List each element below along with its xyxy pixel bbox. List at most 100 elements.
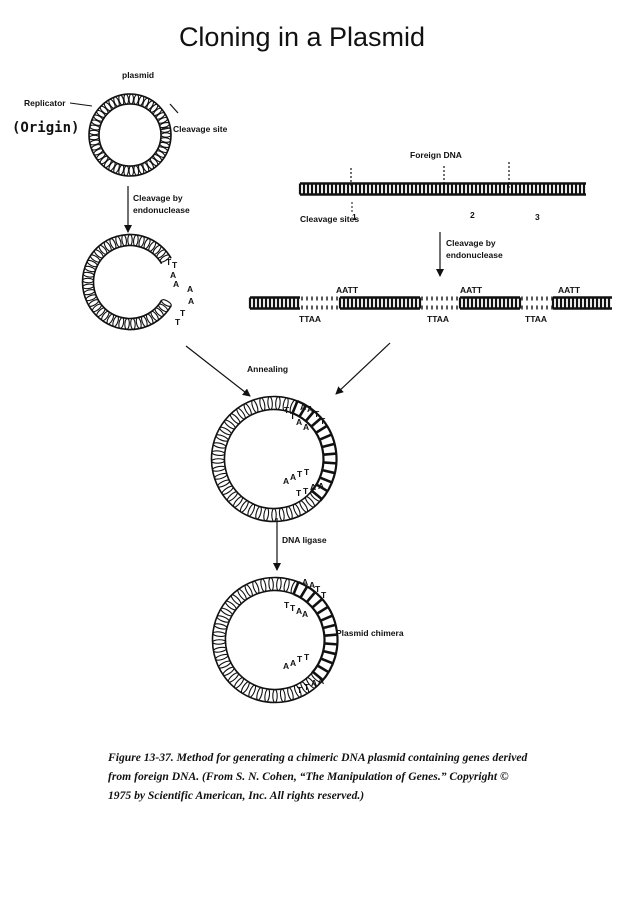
cleavage-site-number-1: 1 bbox=[352, 212, 357, 222]
cleavage-site-number-3: 3 bbox=[535, 212, 540, 222]
opened-plasmid-sticky-ends: T T A A A A T T bbox=[166, 257, 194, 327]
plasmid-base-pair bbox=[252, 580, 260, 595]
dna-backbone bbox=[92, 244, 163, 320]
foreign-base-pair bbox=[298, 404, 308, 418]
foreign-base-pair bbox=[324, 642, 338, 646]
junction-base: T bbox=[303, 486, 309, 496]
plasmid-base-pair bbox=[212, 442, 227, 449]
junction-base: T bbox=[304, 467, 310, 477]
plasmid-base-pair bbox=[212, 646, 227, 653]
plasmid-base-pair bbox=[264, 688, 271, 703]
plasmid-base-pair bbox=[211, 465, 226, 472]
cleavage-site-number-2: 2 bbox=[470, 210, 475, 220]
junction-base: T bbox=[314, 409, 320, 419]
plasmid-base-pair bbox=[128, 93, 135, 105]
annealing-label: Annealing bbox=[247, 364, 288, 374]
foreign-dna-strand bbox=[298, 182, 586, 196]
replicator-pointer bbox=[69, 102, 93, 107]
end-base: A bbox=[170, 270, 176, 280]
plasmid-base-pair bbox=[259, 397, 266, 412]
junction-base: T bbox=[290, 603, 296, 613]
junction-base: T bbox=[315, 584, 321, 594]
end-base: A bbox=[173, 279, 179, 289]
plasmid-base-pair bbox=[82, 271, 95, 278]
plasmid-base-pair bbox=[278, 507, 285, 522]
junction-base: A bbox=[318, 481, 324, 491]
cleavage-site-tick bbox=[169, 103, 179, 114]
junction-base: A bbox=[318, 676, 324, 686]
foreign-base-pair bbox=[319, 476, 333, 484]
foreign-base-pair bbox=[323, 461, 337, 465]
dna-backbone bbox=[223, 408, 312, 510]
plasmid-base-pair bbox=[132, 234, 139, 247]
foreign-base-pair bbox=[305, 591, 317, 603]
dna-backbone bbox=[297, 581, 339, 683]
plasmid-base-pair bbox=[211, 450, 226, 456]
arrow-annealing-left bbox=[185, 345, 251, 397]
junction-base: A bbox=[302, 577, 308, 587]
plasmid-base-pair bbox=[160, 132, 172, 138]
junction-base: T bbox=[304, 682, 310, 692]
end-base: T bbox=[180, 308, 186, 318]
foreign-base-pair bbox=[310, 417, 323, 428]
end-base: A bbox=[188, 296, 194, 306]
plasmid-base-pair bbox=[272, 688, 278, 704]
junction-base: A bbox=[307, 404, 313, 414]
plasmid-base-pair bbox=[128, 165, 135, 177]
plasmid-base-pair bbox=[213, 623, 228, 630]
replicator-label: Replicator bbox=[24, 98, 66, 108]
foreign-base-pair bbox=[311, 598, 324, 609]
plasmid-base-pair bbox=[210, 458, 226, 464]
dna-backbone bbox=[210, 395, 322, 523]
foreign-base-pair bbox=[316, 605, 329, 615]
plasmid-base-pair bbox=[287, 687, 294, 701]
plasmid-base-pair bbox=[260, 578, 267, 593]
figure-caption: Figure 13-37. Method for generating a ch… bbox=[108, 748, 578, 805]
dna-backbone bbox=[293, 593, 326, 674]
junction-base: T bbox=[297, 469, 303, 479]
foreign-dna-fragments bbox=[248, 296, 612, 310]
foreign-base-pair bbox=[321, 442, 335, 449]
junction-base: A bbox=[300, 402, 306, 412]
foreign-base-pair bbox=[323, 452, 337, 456]
plasmid-label: plasmid bbox=[122, 70, 154, 80]
foreign-base-pair bbox=[321, 468, 336, 475]
junction-base: T bbox=[320, 416, 326, 426]
sticky-end-aatt: AATT bbox=[558, 285, 581, 295]
origin-handwritten-label: (Origin) bbox=[12, 120, 79, 136]
plasmid-base-pair bbox=[276, 577, 282, 592]
opened-plasmid bbox=[81, 233, 172, 331]
junction-base: A bbox=[296, 606, 302, 616]
foreign-base-pair bbox=[322, 623, 336, 630]
cleavage-by-label-2: Cleavage by bbox=[446, 238, 496, 248]
junction-base: T bbox=[284, 600, 290, 610]
caption-line-2: from foreign DNA. (From S. N. Cohen, “Th… bbox=[108, 770, 509, 783]
plasmid-base-pair bbox=[130, 317, 136, 330]
junction-base: A bbox=[303, 422, 309, 432]
junction-base: T bbox=[297, 685, 303, 695]
arrow-annealing-right bbox=[335, 342, 391, 395]
foreign-base-pair bbox=[322, 649, 337, 656]
junction-base: T bbox=[296, 488, 302, 498]
junction-base: T bbox=[290, 411, 296, 421]
plasmid-base-pair bbox=[251, 399, 259, 414]
foreign-dna-label: Foreign DNA bbox=[410, 150, 462, 160]
junction-base: A bbox=[283, 661, 289, 671]
cleavage-sites-label: Cleavage sites bbox=[300, 214, 359, 224]
plasmid-base-pair bbox=[267, 396, 273, 411]
end-base: T bbox=[175, 317, 181, 327]
foreign-base-pair bbox=[315, 424, 328, 434]
cleavage-site-label: Cleavage site bbox=[173, 124, 228, 134]
endonuclease-label-2: endonuclease bbox=[446, 250, 503, 260]
plasmid-base-pair bbox=[255, 506, 262, 520]
plasmid-base-pair bbox=[283, 578, 290, 593]
junction-base: A bbox=[302, 609, 308, 619]
dna-backbone bbox=[224, 589, 313, 691]
junction-base: T bbox=[284, 405, 290, 415]
sticky-end-ttaa: TTAA bbox=[299, 314, 321, 324]
end-base: T bbox=[172, 260, 178, 270]
plasmid-chimera-ring bbox=[211, 576, 339, 704]
plasmid-base-pair bbox=[286, 506, 293, 520]
junction-base: T bbox=[297, 654, 303, 664]
